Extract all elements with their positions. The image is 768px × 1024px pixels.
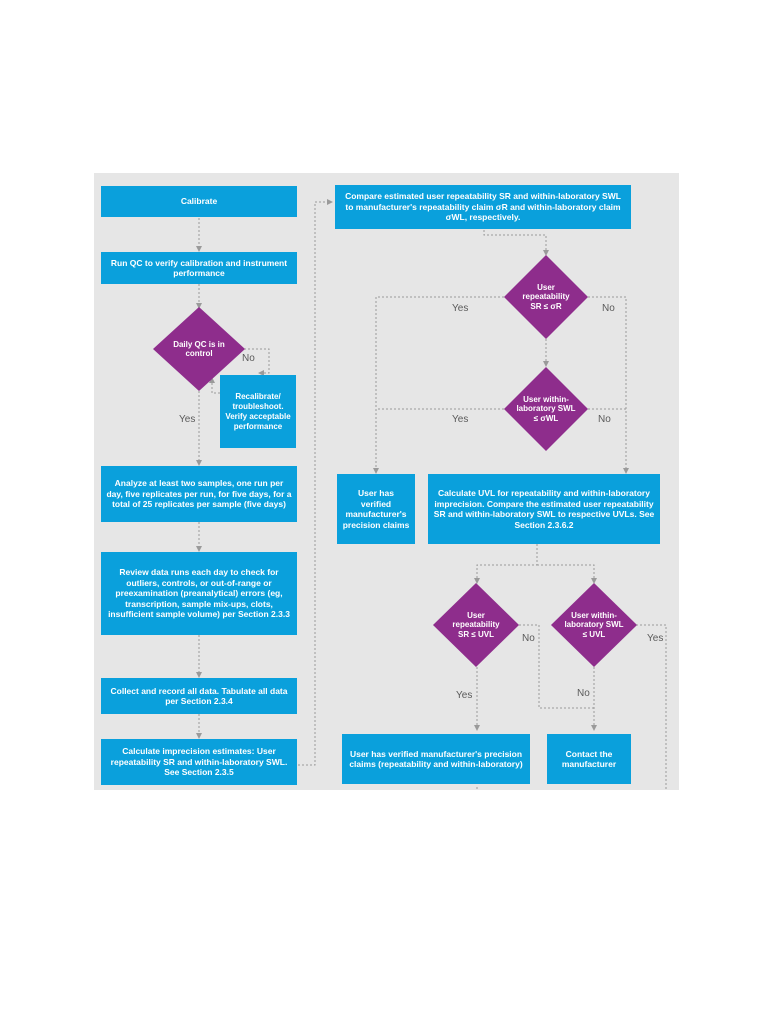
flowchart-panel: Calibrate Run QC to verify calibration a… <box>94 173 679 790</box>
user-rep-uvl-text: User repeatability SR ≤ UVL <box>452 610 500 639</box>
yes-label-wl: Yes <box>452 414 469 425</box>
no-label-wl: No <box>598 414 611 425</box>
edge-rep-yes <box>373 296 504 474</box>
edge-uvl-split <box>474 544 538 584</box>
calc-uvl-text: Calculate UVL for repeatability and with… <box>433 488 655 530</box>
review-box: Review data runs each day to check for o… <box>101 552 297 635</box>
yes-label-qc: Yes <box>179 414 196 425</box>
review-text: Review data runs each day to check for o… <box>108 567 290 620</box>
calibrate-box: Calibrate <box>101 186 297 217</box>
user-wl-uvl-diamond <box>551 583 637 667</box>
run-qc-text: Run QC to verify calibration and instrum… <box>110 257 288 279</box>
yes-label-wl-uvl: Yes <box>647 633 664 644</box>
calc-imprecision-text: Calculate imprecision estimates: User re… <box>110 746 288 778</box>
contact-manufacturer-text: Contact the manufacturer <box>561 748 617 770</box>
yes-label-rep-uvl: Yes <box>456 690 473 701</box>
edge-recal-back <box>209 377 220 394</box>
verified-claims-box: User has verified manufacturer's precisi… <box>337 474 415 544</box>
verified-full-box: User has verified manufacturer's precisi… <box>342 734 530 784</box>
contact-manufacturer-box: Contact the manufacturer <box>547 734 631 784</box>
calibrate-text: Calibrate <box>180 196 218 207</box>
user-repeatability-diamond <box>504 255 588 339</box>
user-rep-uvl-diamond <box>433 583 519 667</box>
run-qc-box: Run QC to verify calibration and instrum… <box>101 252 297 284</box>
edge-compare-rep <box>483 230 549 256</box>
recalibrate-text: Recalibrate/ troubleshoot. Verify accept… <box>225 391 291 431</box>
edge-calc-compare <box>298 199 333 766</box>
verified-full-text: User has verified manufacturer's precisi… <box>349 748 523 770</box>
no-label-qc: No <box>242 353 255 364</box>
no-label-rep-uvl: No <box>522 633 535 644</box>
no-label-wl-uvl: No <box>577 688 590 699</box>
user-repeatability-text: User repeatability SR ≤ σR <box>522 282 570 311</box>
yes-label-rep: Yes <box>452 303 469 314</box>
analyze-text: Analyze at least two samples, one run pe… <box>106 478 292 510</box>
collect-text: Collect and record all data. Tabulate al… <box>110 685 288 707</box>
verified-claims-text: User has verified manufacturer's precisi… <box>342 488 410 530</box>
analyze-box: Analyze at least two samples, one run pe… <box>101 466 297 522</box>
compare-box: Compare estimated user repeatability SR … <box>335 185 631 229</box>
user-within-lab-text: User within-laboratory SWL ≤ σWL <box>516 394 576 423</box>
edge-repuvl-no <box>519 624 594 709</box>
user-wl-uvl-text: User within-laboratory SWL ≤ UVL <box>564 610 624 639</box>
compare-text: Compare estimated user repeatability SR … <box>345 191 621 223</box>
daily-qc-diamond <box>153 307 245 391</box>
recalibrate-box: Recalibrate/ troubleshoot. Verify accept… <box>220 375 296 448</box>
calc-imprecision-box: Calculate imprecision estimates: User re… <box>101 739 297 785</box>
calc-uvl-box: Calculate UVL for repeatability and with… <box>428 474 660 544</box>
connector-layer <box>196 199 667 790</box>
collect-box: Collect and record all data. Tabulate al… <box>101 678 297 714</box>
edge-rep-no <box>588 296 629 474</box>
edge-dailyqc-no-recal <box>244 348 270 376</box>
daily-qc-text: Daily QC is in control <box>173 339 225 359</box>
user-within-lab-diamond <box>504 367 588 451</box>
no-label-rep: No <box>602 303 615 314</box>
edge-uvl-split-right <box>537 564 597 584</box>
edge-wluvl-yes <box>636 624 667 790</box>
